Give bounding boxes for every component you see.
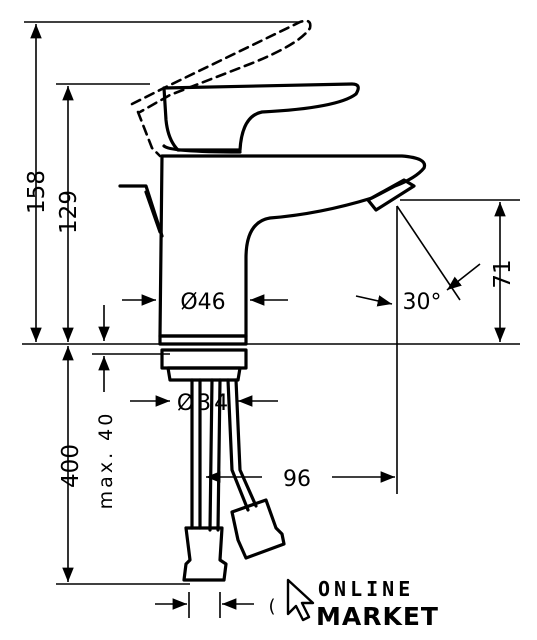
body-diameter-label: Ø46 <box>180 290 225 315</box>
online-market-logo: ONLINE MARKET <box>286 577 439 631</box>
hose-left <box>190 378 202 530</box>
popup-rod <box>118 184 164 238</box>
aerator <box>366 178 416 212</box>
angle-right-arrow <box>446 263 481 291</box>
fitting-right <box>230 498 286 560</box>
spout-angle-label: 30° <box>403 290 442 315</box>
angle-reference-line <box>396 205 461 301</box>
logo-line1: ONLINE <box>318 577 414 601</box>
max-thickness-label: max. 40 <box>95 411 117 510</box>
fitting-left <box>182 526 228 582</box>
spout <box>158 154 427 338</box>
thread-diameter-label: Ø34 <box>177 391 231 416</box>
lever-raised-body-dashed <box>136 110 162 158</box>
dimension-labels: 158 129 71 400 max. 40 Ø46 Ø34 96 30° ( <box>24 170 516 617</box>
hose-length-label: 400 <box>58 444 84 488</box>
logo-line2: MARKET <box>316 602 439 631</box>
cursor-icon <box>286 578 315 622</box>
lever <box>162 82 360 152</box>
projection-label: 96 <box>283 467 311 492</box>
faucet-outline <box>118 19 427 582</box>
lever-raised-dashed <box>130 19 312 114</box>
bottom-partial-label: ( <box>268 596 275 617</box>
angle-left-arrow <box>355 295 393 307</box>
popup-rod-back <box>144 190 162 234</box>
hose-right <box>226 378 258 512</box>
outlet-height-label: 71 <box>490 259 516 288</box>
base <box>158 334 248 346</box>
thread-nut <box>166 366 242 382</box>
hose-middle <box>208 378 222 532</box>
total-height-label: 158 <box>24 170 50 214</box>
thread-shank <box>160 348 248 370</box>
spout-height-label: 129 <box>56 190 82 234</box>
body-cap <box>162 144 242 154</box>
